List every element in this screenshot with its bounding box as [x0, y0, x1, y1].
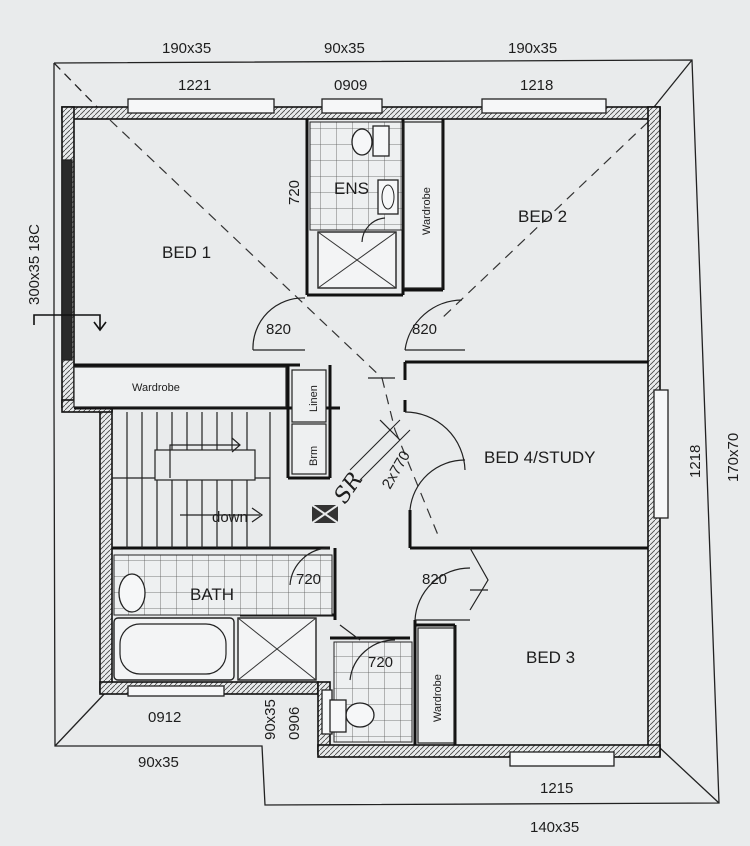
- bed2-wardrobe: [403, 121, 443, 289]
- sr-marker: [349, 419, 411, 481]
- room-label-bed2: BED 2: [518, 207, 567, 226]
- door-bed3: [414, 567, 471, 621]
- stair-down-label: down: [212, 509, 248, 526]
- bed3-wardrobe-label: Wardrobe: [432, 674, 444, 722]
- door-bed1: [252, 297, 306, 351]
- window-left-size: 300x35 18C: [26, 224, 43, 305]
- door-swings: [252, 217, 471, 681]
- window-right-code: 1218: [687, 445, 704, 478]
- ridge-lines: [109, 119, 649, 541]
- door-bed4: [404, 411, 466, 471]
- window-left: [61, 159, 73, 361]
- window-wc-code: 0906: [286, 707, 303, 740]
- window-top-middle-size: 90x35: [324, 40, 365, 57]
- wc-fixtures: [329, 641, 413, 743]
- manhole-icon: [311, 504, 339, 524]
- window-top-left-code: 1221: [178, 77, 211, 94]
- room-label-bath: BATH: [190, 585, 234, 604]
- window-top-right-code: 1218: [520, 77, 553, 94]
- roof-outline: [53, 59, 720, 806]
- bed1-wardrobe-label: Wardrobe: [132, 382, 180, 394]
- hallway-marks: [339, 377, 489, 641]
- window-top-middle: [321, 98, 383, 114]
- door-label-bed3: 820: [422, 571, 447, 588]
- window-bottom-left-code: 0912: [148, 709, 181, 726]
- window-openings: [61, 98, 669, 767]
- room-label-bed3: BED 3: [526, 648, 575, 667]
- window-bottom-left-size: 90x35: [138, 754, 179, 771]
- staircase: [111, 412, 271, 548]
- door-bath: [289, 547, 331, 586]
- door-label-bath: 720: [296, 571, 321, 588]
- sr-size-annotation: 2x770: [379, 448, 414, 492]
- window-wc-size: 90x35: [262, 699, 279, 740]
- window-bottom-left: [127, 685, 225, 697]
- linen-label: Linen: [308, 385, 320, 412]
- linen-cupboard: [291, 369, 327, 423]
- broom-label: Brm: [308, 446, 320, 466]
- door-label-wc: 720: [368, 654, 393, 671]
- window-top-middle-code: 0909: [334, 77, 367, 94]
- sr-annotation: SR: [329, 468, 368, 508]
- window-bottom-right-size: 140x35: [530, 819, 579, 836]
- ensuite-fixtures: [309, 121, 403, 289]
- window-top-right-size: 190x35: [508, 40, 557, 57]
- window-bottom-right-code: 1215: [540, 780, 573, 797]
- window-right: [653, 389, 669, 519]
- bed2-wardrobe-label: Wardrobe: [421, 187, 433, 235]
- door-label-bed2: 820: [412, 321, 437, 338]
- window-top-left: [127, 98, 275, 114]
- bed3-wardrobe: [417, 627, 455, 744]
- window-top-right: [481, 98, 607, 114]
- door-ens: [361, 217, 386, 243]
- bed1-wardrobe: [73, 366, 287, 408]
- room-label-ens: ENS: [334, 179, 369, 198]
- room-label-bed1: BED 1: [162, 243, 211, 262]
- door-wc: [349, 639, 396, 681]
- window-top-left-size: 190x35: [162, 40, 211, 57]
- section-arrow: [33, 314, 107, 332]
- bathroom-fixtures: [113, 554, 333, 681]
- door-label-ens: 720: [286, 180, 303, 205]
- room-label-bed4: BED 4/STUDY: [484, 448, 595, 467]
- broom-cupboard: [291, 423, 327, 475]
- door-label-bed1: 820: [266, 321, 291, 338]
- window-bottom-right: [509, 751, 615, 767]
- window-right-size: 170x70: [725, 433, 742, 482]
- door-bed2: [404, 299, 463, 351]
